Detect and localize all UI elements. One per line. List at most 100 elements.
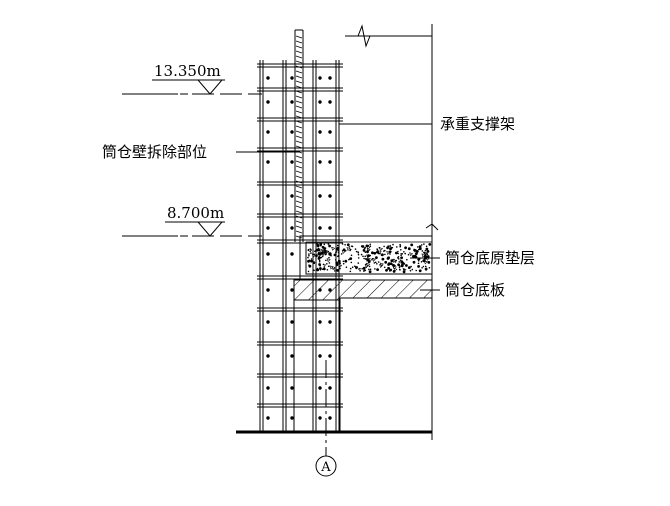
aggregate-dot (328, 244, 331, 248)
aggregate-dot (316, 244, 320, 248)
aggregate-stone (400, 261, 405, 266)
aggregate-dot (355, 267, 358, 270)
aggregate-dot (424, 249, 427, 252)
wall-texture-mark (295, 180, 303, 184)
aggregate-dot (368, 270, 372, 274)
aggregate-dot (389, 268, 392, 272)
aggregate-dot (310, 249, 313, 251)
aggregate-dot (307, 249, 310, 252)
aggregate-dot (395, 251, 398, 255)
aggregate-dot (350, 261, 353, 264)
aggregate-dot (324, 264, 326, 266)
aggregate-dot (373, 262, 376, 264)
coupler-dot (290, 320, 294, 324)
wall-texture-mark (295, 110, 303, 114)
aggregate-stone (423, 260, 428, 265)
aggregate-dot (371, 251, 374, 255)
coupler-dot (266, 354, 270, 358)
wall-texture-mark (295, 210, 303, 214)
aggregate-stone (366, 262, 371, 267)
aggregate-dot (425, 245, 428, 248)
aggregate-stone (392, 263, 397, 268)
elevation-marker-upper: 13.350m (122, 62, 262, 95)
wall-texture-mark (295, 40, 303, 44)
coupler-dot (318, 320, 322, 324)
aggregate-dot (340, 264, 342, 267)
aggregate-dot (356, 266, 359, 268)
wall-texture-mark (295, 85, 303, 89)
aggregate-dot (309, 250, 312, 253)
wall-texture-mark (295, 145, 303, 149)
aggregate-dot (428, 267, 431, 269)
wall-texture-mark (295, 235, 303, 239)
label-bottom-slab: 筒仓底板 (420, 281, 505, 299)
aggregate-dot (398, 266, 401, 269)
aggregate-dot (308, 259, 311, 262)
aggregate-stone (413, 248, 418, 253)
wall-texture-mark (295, 225, 303, 229)
aggregate-dot (381, 257, 385, 261)
coupler-dot (328, 130, 332, 134)
aggregate-dot (377, 261, 380, 263)
aggregate-dot (342, 260, 345, 263)
aggregate-stone (366, 245, 371, 250)
aggregate-dot (323, 266, 326, 268)
aggregate-dot (376, 268, 379, 271)
aggregate-dot (321, 255, 324, 258)
aggregate-dot (368, 265, 371, 268)
wall-texture-mark (295, 70, 303, 74)
aggregate-dot (415, 252, 418, 256)
aggregate-dot (400, 249, 402, 251)
aggregate-dot (337, 251, 340, 254)
aggregate-dot (357, 253, 360, 256)
aggregate-dot (337, 247, 340, 249)
aggregate-dot (374, 268, 376, 270)
axis-bubble (315, 455, 337, 477)
aggregate-stone (366, 248, 371, 253)
elevation-lower-text: 8.700m (167, 204, 224, 222)
aggregate-stone (346, 247, 351, 252)
aggregate-dot (397, 250, 399, 253)
aggregate-dot (333, 253, 337, 257)
coupler-dot (266, 160, 270, 164)
aggregate-dot (322, 267, 326, 271)
coupler-dot (318, 354, 322, 358)
aggregate-stone (423, 251, 428, 256)
aggregate-dot (330, 254, 332, 257)
aggregate-dot (412, 260, 416, 264)
aggregate-dot (363, 257, 365, 260)
aggregate-dot (399, 243, 401, 246)
coupler-dot (266, 194, 270, 198)
coupler-dot (318, 416, 322, 420)
aggregate-dot (367, 260, 371, 264)
aggregate-dot (385, 268, 388, 272)
aggregate-dot (318, 259, 321, 262)
aggregate-dot (406, 258, 408, 261)
coupler-dot (266, 320, 270, 324)
aggregate-dot (355, 250, 358, 253)
aggregate-dot (390, 250, 392, 253)
cushion-aggregate-texture (307, 243, 432, 274)
aggregate-dot (354, 248, 357, 250)
wall-texture-mark (295, 45, 303, 49)
aggregate-dot (339, 267, 341, 270)
aggregate-dot (368, 268, 370, 271)
aggregate-dot (337, 249, 340, 252)
aggregate-dot (418, 246, 421, 249)
aggregate-dot (328, 262, 331, 264)
aggregate-dot (384, 253, 386, 256)
aggregate-dot (362, 266, 366, 270)
aggregate-dot (362, 249, 366, 252)
coupler-dot (328, 194, 332, 198)
aggregate-dot (313, 269, 315, 272)
wall-texture-mark (295, 175, 303, 179)
coupler-dot (328, 160, 332, 164)
wall-texture-mark (295, 105, 303, 109)
aggregate-dot (354, 265, 356, 268)
aggregate-dot (374, 261, 377, 264)
aggregate-dot (351, 266, 354, 269)
aggregate-dot (420, 261, 423, 263)
aggregate-dot (376, 248, 378, 250)
aggregate-dot (327, 265, 330, 268)
